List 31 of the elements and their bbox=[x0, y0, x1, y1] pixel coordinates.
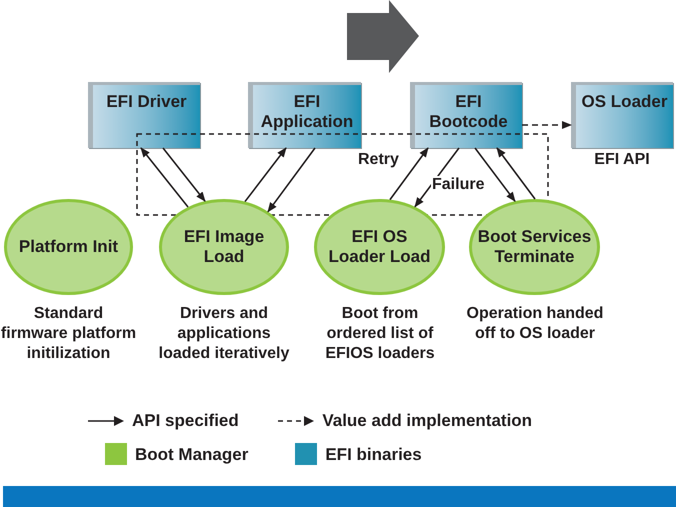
node-caption: EFI API bbox=[593, 150, 651, 170]
arrow bbox=[162, 148, 206, 202]
legend-label: EFI binaries bbox=[325, 444, 422, 466]
node-caption: Standard firmware platform initilization bbox=[0, 304, 137, 364]
node-label: OS Loader bbox=[580, 92, 668, 112]
node-label: EFI Image Load bbox=[182, 227, 266, 267]
legend-label: Value add implementation bbox=[322, 410, 532, 432]
node-label: EFI OS Loader Load bbox=[327, 227, 432, 267]
arrow bbox=[389, 147, 429, 200]
node-caption: Boot from ordered list of EFIOS loaders bbox=[324, 304, 436, 364]
arrow bbox=[244, 147, 287, 202]
node-label: EFI Application bbox=[260, 92, 354, 132]
process-box bbox=[248, 82, 361, 148]
legend-label: API specified bbox=[132, 410, 239, 432]
edge-label: Retry bbox=[357, 151, 400, 169]
node-label: EFI Driver bbox=[105, 92, 188, 112]
arrow bbox=[140, 147, 189, 208]
node-label: Platform Init bbox=[18, 237, 120, 257]
arrow bbox=[267, 148, 316, 212]
node-label: EFI Bootcode bbox=[428, 92, 509, 132]
process-box bbox=[88, 82, 200, 148]
node-label: Boot Services Terminate bbox=[476, 227, 592, 267]
node-caption: Drivers and applications loaded iteratively bbox=[158, 304, 290, 364]
arrow bbox=[414, 148, 460, 208]
process-box bbox=[571, 82, 673, 148]
arrow bbox=[496, 147, 536, 200]
process-box bbox=[410, 82, 522, 148]
arrow bbox=[522, 121, 572, 129]
node-caption: Operation handed off to OS loader bbox=[466, 304, 604, 344]
arrow bbox=[474, 148, 516, 202]
legend-label: Boot Manager bbox=[135, 444, 248, 466]
